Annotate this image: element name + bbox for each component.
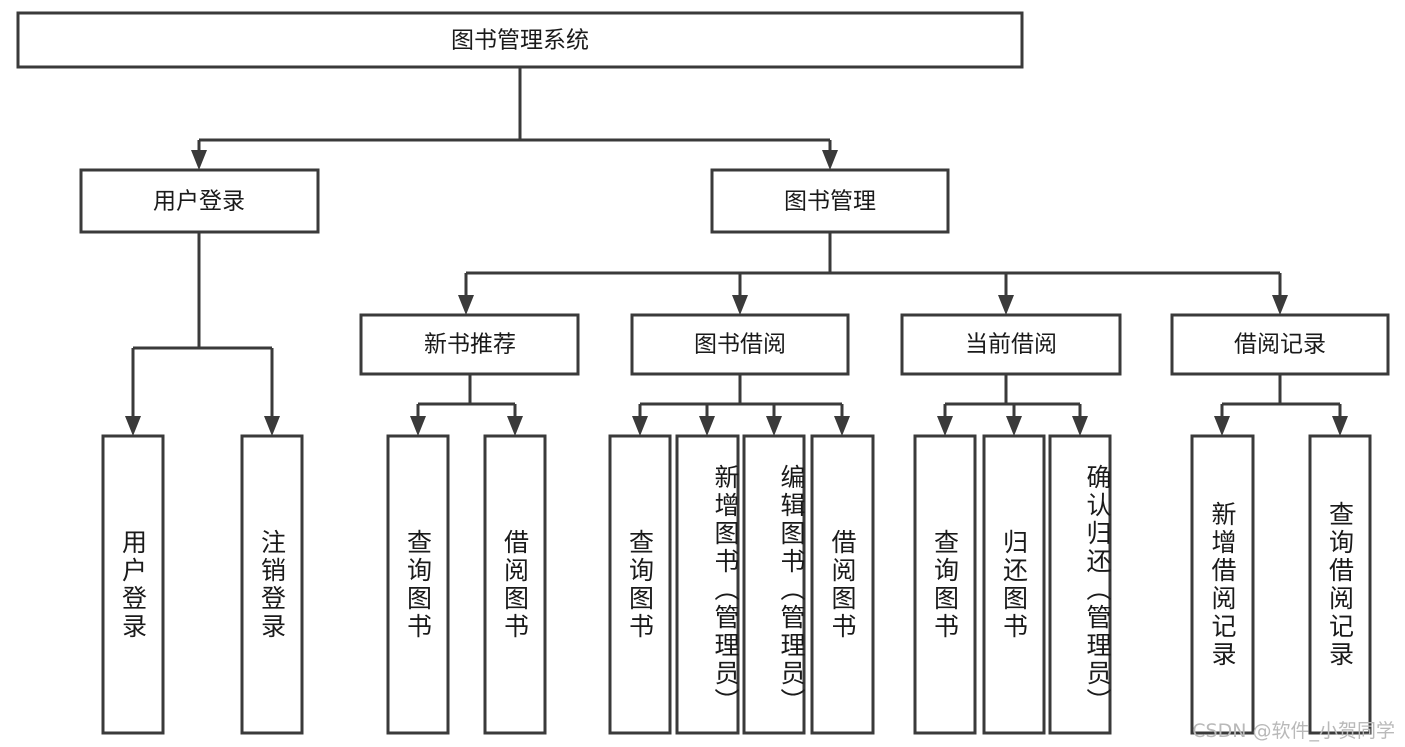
node-new-book-recommend[interactable]: 新书推荐 [359, 313, 580, 376]
node-leaf-query-book-3-box[interactable] [913, 434, 977, 735]
arrow-bb-to-add-icon [699, 416, 715, 436]
edge-group-book-manage [458, 232, 1288, 315]
node-leaf-borrow-book-2-box[interactable] [810, 434, 875, 735]
arrow-rec-to-query-icon [410, 416, 426, 436]
arrow-bb-to-borrow-icon [834, 416, 850, 436]
node-leaf-add-book-box[interactable] [675, 434, 740, 735]
node-book-manage-label: 图书管理 [784, 189, 876, 215]
arrow-rec-to-borrow-icon [507, 416, 523, 436]
node-leaf-add-record-box[interactable] [1190, 434, 1255, 735]
edge-group-root [191, 67, 838, 170]
node-book-borrow[interactable]: 图书借阅 [630, 313, 850, 376]
node-current-borrow[interactable]: 当前借阅 [900, 313, 1122, 376]
node-borrow-record-box [1170, 313, 1390, 376]
arrow-ul-to-logout-icon [264, 416, 280, 436]
arrow-br-to-query-icon [1332, 416, 1348, 436]
node-borrow-record-label: 借阅记录 [1234, 332, 1326, 358]
arrow-root-to-book-manage-icon [822, 150, 838, 170]
arrow-cb-to-query-icon [937, 416, 953, 436]
node-leaf-query-record-box[interactable] [1308, 434, 1372, 735]
node-leaf-query-book-2-box[interactable] [608, 434, 672, 735]
node-book-borrow-label: 图书借阅 [694, 332, 786, 358]
node-current-borrow-label: 当前借阅 [965, 332, 1057, 358]
arrow-root-to-user-login-icon [191, 150, 207, 170]
arrow-bm-to-record-icon [1272, 295, 1288, 315]
node-leaf-confirm-return-box[interactable] [1048, 434, 1112, 735]
edge-group-recommend [410, 374, 523, 436]
node-user-login[interactable]: 用户登录 [79, 168, 320, 234]
csdn-watermark: CSDN @软件_小贺同学 [1192, 720, 1395, 742]
arrow-ul-to-login-icon [125, 416, 141, 436]
node-book-borrow-box [630, 313, 850, 376]
arrow-br-to-add-icon [1214, 416, 1230, 436]
edge-group-user-login [125, 232, 280, 436]
edge-group-current-borrow [937, 374, 1088, 436]
node-leaf-user-logout-box[interactable] [240, 434, 304, 735]
arrow-bm-to-recommend-icon [458, 295, 474, 315]
node-book-manage-box [710, 168, 950, 234]
edge-group-book-borrow [632, 374, 850, 436]
node-borrow-record[interactable]: 借阅记录 [1170, 313, 1390, 376]
node-leaf-user-login-box[interactable] [101, 434, 165, 735]
node-new-book-recommend-label: 新书推荐 [424, 332, 516, 358]
arrow-bb-to-query-icon [632, 416, 648, 436]
node-root-label: 图书管理系统 [451, 28, 589, 54]
edge-group-borrow-record [1214, 374, 1348, 436]
node-user-login-box [79, 168, 320, 234]
arrow-bm-to-borrow-icon [732, 295, 748, 315]
arrow-bm-to-current-icon [998, 295, 1014, 315]
node-book-manage[interactable]: 图书管理 [710, 168, 950, 234]
node-leaf-borrow-book-1-box[interactable] [483, 434, 547, 735]
node-leaf-edit-book-box[interactable] [742, 434, 806, 735]
node-leaf-query-book-1-box[interactable] [386, 434, 450, 735]
arrow-cb-to-confirm-icon [1072, 416, 1088, 436]
node-root-box [16, 11, 1024, 69]
leaf-boxes [101, 434, 1372, 735]
node-new-book-recommend-box [359, 313, 580, 376]
arrow-bb-to-edit-icon [766, 416, 782, 436]
node-current-borrow-box [900, 313, 1122, 376]
arrow-cb-to-return-icon [1006, 416, 1022, 436]
node-root[interactable]: 图书管理系统 [16, 11, 1024, 69]
node-user-login-label: 用户登录 [153, 189, 245, 215]
node-leaf-return-book-box[interactable] [982, 434, 1046, 735]
